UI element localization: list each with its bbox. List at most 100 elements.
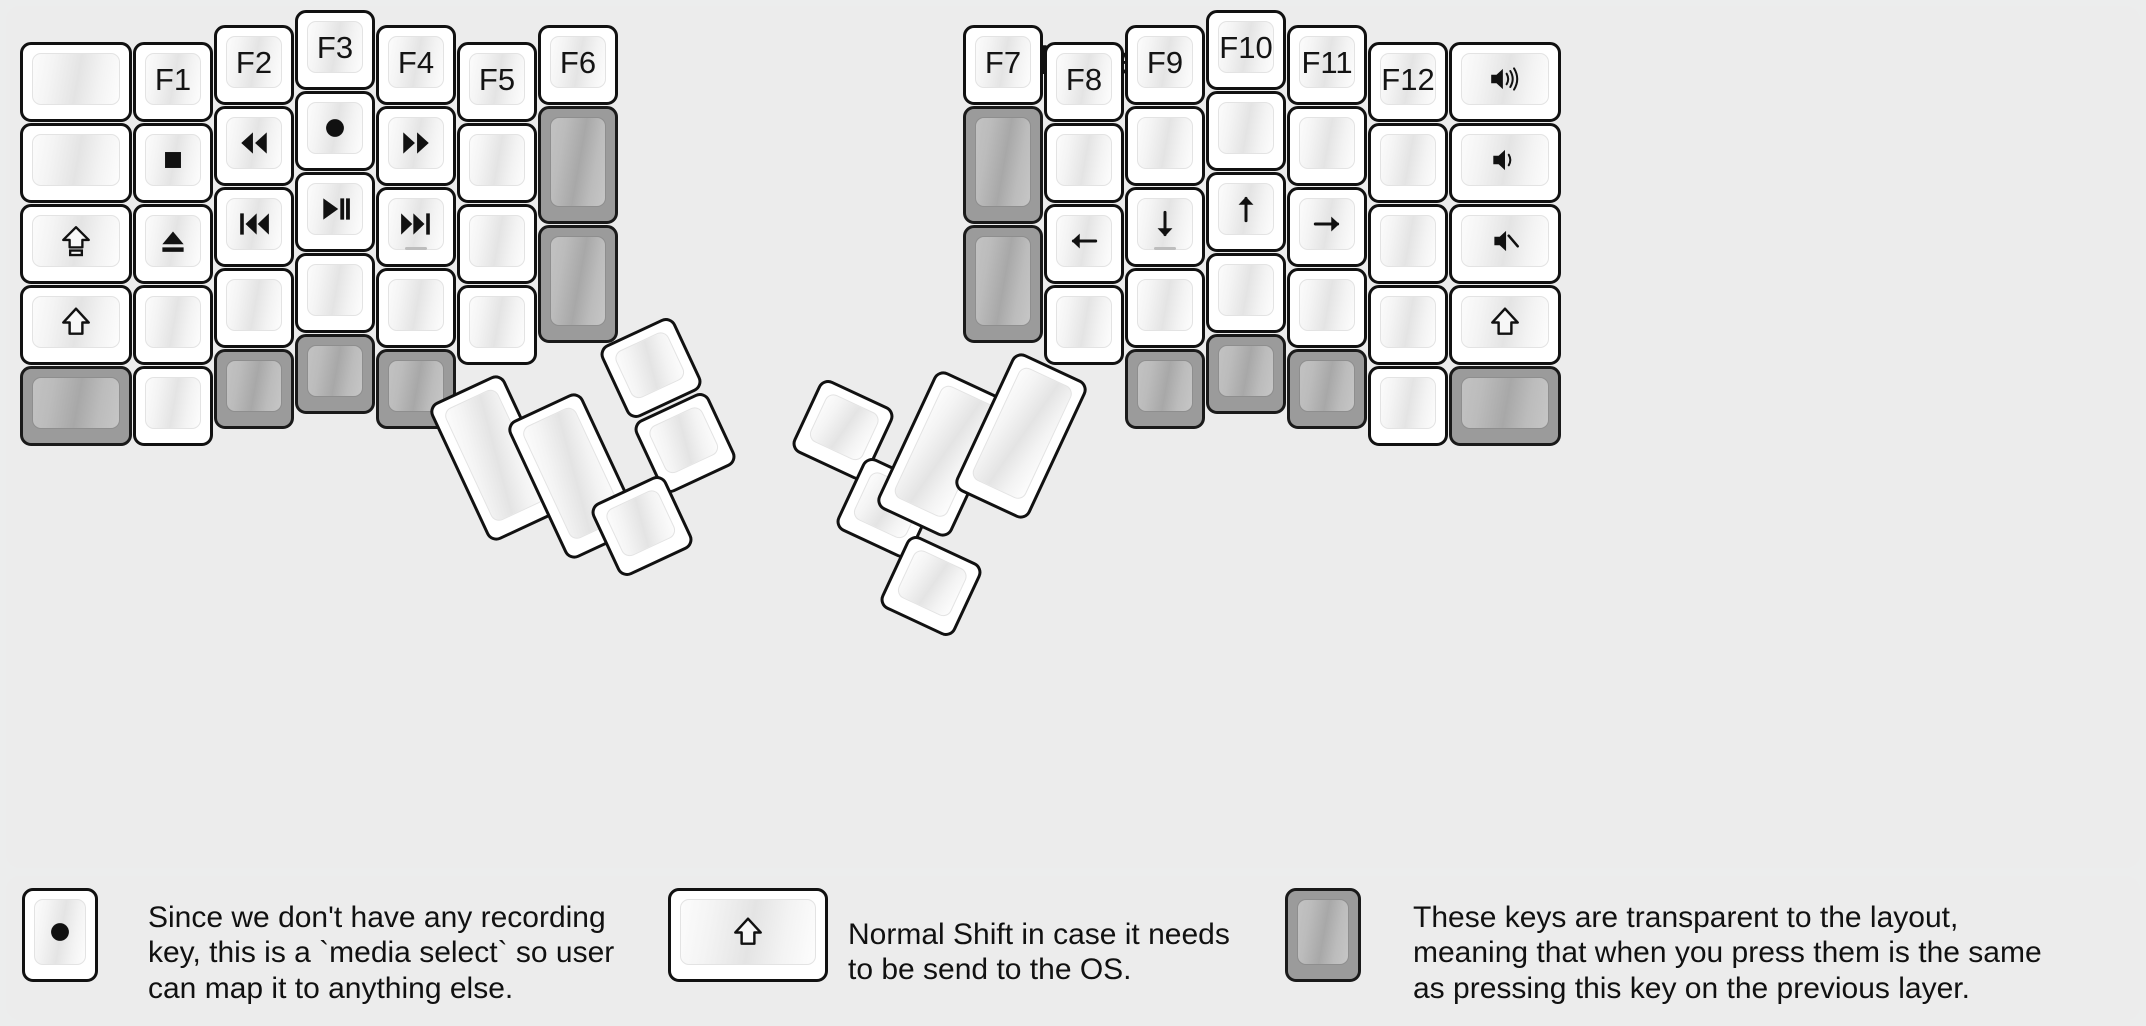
keycap-surface xyxy=(145,215,201,267)
key-label: F5 xyxy=(478,61,516,97)
left-col-outer-left-r2[interactable] xyxy=(20,204,132,284)
right-col-outer-right-r3[interactable] xyxy=(1449,285,1561,365)
left-col-index-r1[interactable] xyxy=(376,106,456,186)
keycap-surface xyxy=(388,117,444,169)
keycap-surface xyxy=(32,53,120,105)
fast-forward-icon xyxy=(399,126,433,160)
keycap-surface xyxy=(1380,296,1436,348)
right-col-index-r3[interactable] xyxy=(1125,268,1205,348)
left-col-inner-1-r3[interactable] xyxy=(457,285,537,365)
left-col-pinky-r0[interactable]: F1 xyxy=(133,42,213,122)
left-col-ring-r4[interactable] xyxy=(214,349,294,429)
right-col-inner-1-r1[interactable] xyxy=(1044,123,1124,203)
left-col-inner-2-r2[interactable] xyxy=(538,225,618,343)
keycap-surface xyxy=(1380,134,1436,186)
left-col-inner-1-r0[interactable]: F5 xyxy=(457,42,537,122)
left-col-pinky-r4[interactable] xyxy=(133,366,213,446)
keycap-surface: F6 xyxy=(550,36,606,88)
right-col-outer-right-r4[interactable] xyxy=(1449,366,1561,446)
legend-key-1[interactable] xyxy=(668,888,828,982)
right-col-pinky-r2[interactable] xyxy=(1368,204,1448,284)
right-col-ring-r0[interactable]: F11 xyxy=(1287,25,1367,105)
left-col-ring-r0[interactable]: F2 xyxy=(214,25,294,105)
key-label: F4 xyxy=(397,44,435,80)
right-col-pinky-r1[interactable] xyxy=(1368,123,1448,203)
homing-bump xyxy=(1154,247,1176,250)
right-col-index-r0[interactable]: F9 xyxy=(1125,25,1205,105)
left-col-outer-left-r0[interactable] xyxy=(20,42,132,122)
right-col-inner-1-r3[interactable] xyxy=(1044,285,1124,365)
left-col-middle-r0[interactable]: F3 xyxy=(295,10,375,90)
right-col-pinky-r0[interactable]: F12 xyxy=(1368,42,1448,122)
right-col-middle-r2[interactable] xyxy=(1206,172,1286,252)
left-col-inner-1-r1[interactable] xyxy=(457,123,537,203)
right-col-outer-right-r2[interactable] xyxy=(1449,204,1561,284)
keycap-surface xyxy=(145,134,201,186)
left-col-ring-r1[interactable] xyxy=(214,106,294,186)
keycap-surface xyxy=(1461,296,1549,348)
left-col-inner-2-r0[interactable]: F6 xyxy=(538,25,618,105)
left-col-inner-2-r1[interactable] xyxy=(538,106,618,224)
right-col-middle-r4[interactable] xyxy=(1206,334,1286,414)
volume-mute-icon xyxy=(1488,224,1522,258)
left-col-pinky-r1[interactable] xyxy=(133,123,213,203)
right-col-ring-r1[interactable] xyxy=(1287,106,1367,186)
legend-key-0[interactable] xyxy=(22,888,98,982)
keycap-surface xyxy=(680,899,816,965)
keycap-surface xyxy=(1299,279,1355,331)
left-col-index-r0[interactable]: F4 xyxy=(376,25,456,105)
left-col-outer-left-r1[interactable] xyxy=(20,123,132,203)
right-col-inner-1-r0[interactable]: F8 xyxy=(1044,42,1124,122)
left-col-pinky-r3[interactable] xyxy=(133,285,213,365)
left-col-middle-r1[interactable] xyxy=(295,91,375,171)
left-col-index-r3[interactable] xyxy=(376,268,456,348)
left-col-inner-1-r2[interactable] xyxy=(457,204,537,284)
legend-text-0: Since we don't have any recording key, t… xyxy=(148,901,615,1005)
keycap-surface xyxy=(307,345,363,397)
right-col-index-r4[interactable] xyxy=(1125,349,1205,429)
right-col-inner-2-r1[interactable] xyxy=(963,106,1043,224)
keycap-surface xyxy=(469,296,525,348)
keycap-surface: F9 xyxy=(1137,36,1193,88)
left-col-middle-r4[interactable] xyxy=(295,334,375,414)
keycap-surface xyxy=(1137,279,1193,331)
right-col-pinky-r3[interactable] xyxy=(1368,285,1448,365)
right-col-index-r1[interactable] xyxy=(1125,106,1205,186)
right-col-outer-right-r1[interactable] xyxy=(1449,123,1561,203)
left-col-middle-r2[interactable] xyxy=(295,172,375,252)
shift-icon xyxy=(731,915,765,949)
right-col-inner-2-r0[interactable]: F7 xyxy=(963,25,1043,105)
arrow-left-icon xyxy=(1067,224,1101,258)
right-col-pinky-r4[interactable] xyxy=(1368,366,1448,446)
left-col-outer-left-r3[interactable] xyxy=(20,285,132,365)
keycap-surface xyxy=(307,264,363,316)
right-col-ring-r2[interactable] xyxy=(1287,187,1367,267)
right-col-inner-2-r2[interactable] xyxy=(963,225,1043,343)
right-col-ring-r4[interactable] xyxy=(1287,349,1367,429)
keycap-surface xyxy=(32,134,120,186)
left-col-middle-r3[interactable] xyxy=(295,253,375,333)
left-col-index-r2[interactable] xyxy=(376,187,456,267)
left-col-ring-r3[interactable] xyxy=(214,268,294,348)
rewind-icon xyxy=(237,126,271,160)
right-col-ring-r3[interactable] xyxy=(1287,268,1367,348)
right-col-outer-right-r0[interactable] xyxy=(1449,42,1561,122)
legend-key-2[interactable] xyxy=(1285,888,1361,982)
right-col-middle-r0[interactable]: F10 xyxy=(1206,10,1286,90)
left-col-outer-left-r4[interactable] xyxy=(20,366,132,446)
left-col-ring-r2[interactable] xyxy=(214,187,294,267)
keycap-surface xyxy=(1218,345,1274,397)
keycap-surface: F3 xyxy=(307,21,363,73)
record-icon xyxy=(43,915,77,949)
right-col-index-r2[interactable] xyxy=(1125,187,1205,267)
keycap-surface xyxy=(1299,198,1355,250)
left-col-pinky-r2[interactable] xyxy=(133,204,213,284)
right-col-middle-r1[interactable] xyxy=(1206,91,1286,171)
next-track-icon xyxy=(399,207,433,241)
left-col-index-r4[interactable] xyxy=(376,349,456,429)
keycap-surface xyxy=(550,236,606,326)
right-col-inner-1-r2[interactable] xyxy=(1044,204,1124,284)
right-col-middle-r3[interactable] xyxy=(1206,253,1286,333)
keycap-surface xyxy=(894,547,970,620)
